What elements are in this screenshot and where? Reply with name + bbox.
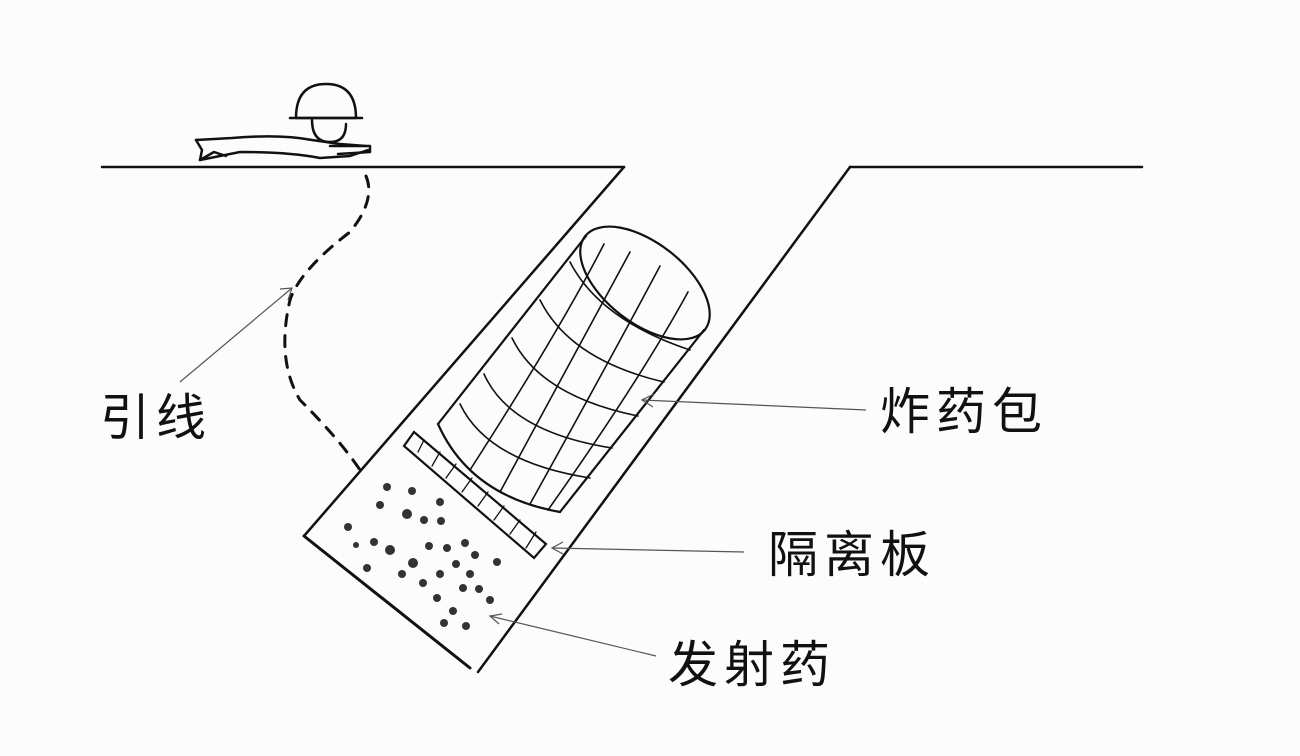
- propellant-arrowhead: [488, 613, 503, 625]
- soldier-icon: [194, 82, 372, 162]
- fuse-label: 引线: [100, 389, 212, 447]
- barrel-base: [302, 534, 472, 670]
- propellant-label: 发射药: [668, 636, 836, 694]
- propellant-pellets: [344, 483, 501, 630]
- divider-arrowhead: [550, 541, 564, 555]
- explosive-charge-label: 炸药包: [880, 383, 1048, 441]
- fuse-leader: [179, 287, 293, 383]
- charge-leader: [641, 399, 867, 411]
- leader-lines: [179, 287, 867, 657]
- fuse-wire: [283, 174, 371, 472]
- fuse-arrowhead: [279, 287, 293, 301]
- explosive-charge: [436, 225, 711, 514]
- divider-plate-label: 隔离板: [768, 526, 936, 584]
- propellant-leader: [489, 615, 657, 657]
- charge-arrowhead: [640, 393, 655, 408]
- divider-leader: [551, 547, 745, 553]
- launch-pit: [302, 165, 852, 674]
- divider-plate: [402, 430, 548, 560]
